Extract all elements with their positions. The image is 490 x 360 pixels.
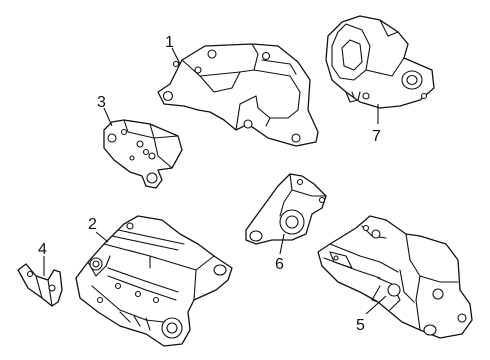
callout-3: 3 — [97, 94, 106, 111]
callout-4: 4 — [38, 241, 47, 258]
part-7-rubber-mount — [325, 15, 435, 109]
leader-1 — [171, 47, 181, 65]
leader-2 — [95, 231, 109, 243]
callout-5: 5 — [356, 317, 365, 334]
callout-2: 2 — [88, 216, 97, 233]
part-2-transmission-mount — [75, 215, 233, 347]
part-5-engine-mount — [317, 215, 473, 339]
part-6-mount-bushing — [245, 173, 327, 245]
part-3-small-bracket — [103, 119, 183, 189]
leader-6 — [279, 233, 285, 255]
part-4-l-bracket — [17, 263, 63, 307]
leader-3 — [103, 107, 113, 127]
part-1-mount-bracket — [157, 43, 319, 147]
leader-5 — [365, 295, 387, 315]
callout-labels: 1 2 3 4 5 6 7 — [38, 34, 381, 334]
callout-1: 1 — [165, 34, 174, 51]
leader-lines — [43, 47, 387, 315]
callout-6: 6 — [275, 256, 284, 273]
callout-7: 7 — [372, 128, 381, 145]
